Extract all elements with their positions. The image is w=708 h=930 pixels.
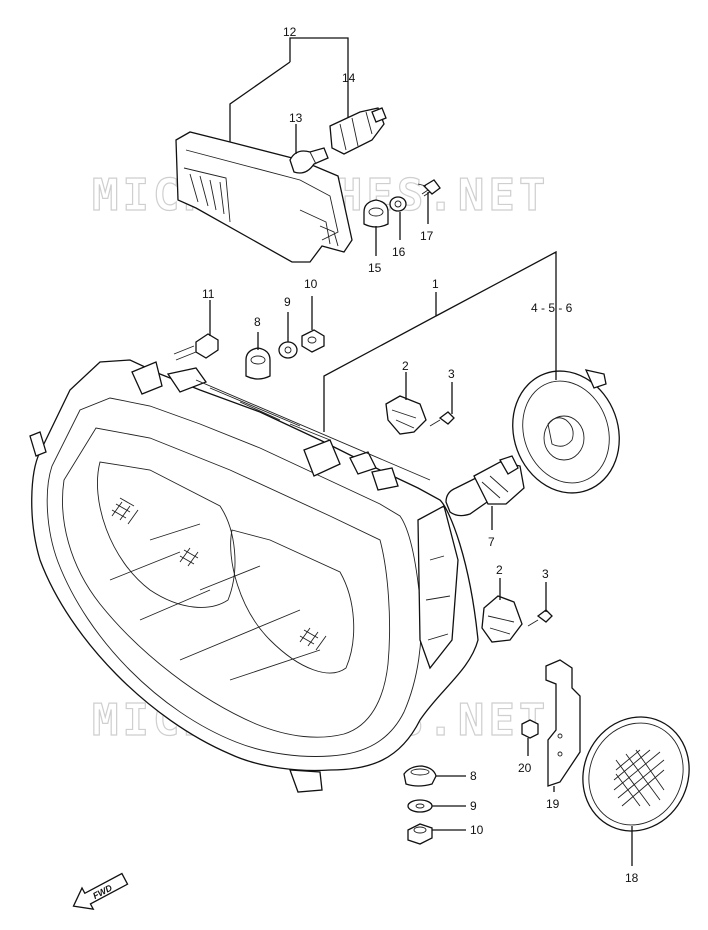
callout-14: 14 (342, 71, 356, 85)
bulb-holder-screw-lower[interactable] (527, 609, 553, 627)
callout-16: 16 (392, 245, 406, 259)
callout-3-upper: 3 (448, 367, 455, 381)
headlamp-grommet-upper[interactable] (245, 347, 271, 380)
callout-9-lower: 9 (470, 799, 477, 813)
callout-8-lower: 8 (470, 769, 477, 783)
callout-2-upper: 2 (402, 359, 409, 373)
headlamp-nut-lower[interactable] (407, 823, 433, 845)
callout-2-lower: 2 (496, 563, 503, 577)
headlamp-washer-lower[interactable] (407, 799, 433, 813)
lamp-grommet[interactable] (363, 199, 389, 228)
callout-numbers: 12 14 13 15 16 17 1 4 - 5 - 6 11 10 9 8 … (202, 25, 639, 885)
bulb-holder-screw-upper[interactable] (429, 411, 455, 427)
headlamp-washer-upper[interactable] (278, 341, 298, 359)
headlamp-bulb[interactable] (445, 455, 525, 517)
callout-15: 15 (368, 261, 382, 275)
position-bulb-socket[interactable] (329, 107, 387, 155)
round-cover[interactable] (564, 699, 707, 848)
callout-8-upper: 8 (254, 315, 261, 329)
forward-direction-arrow: FWD (72, 872, 129, 911)
headlamp-screw[interactable] (173, 333, 219, 361)
callout-18: 18 (625, 871, 639, 885)
headlamp-nut-upper[interactable] (301, 329, 325, 353)
cover-bracket[interactable] (545, 659, 581, 787)
callout-19: 19 (546, 797, 560, 811)
lamp-washer[interactable] (389, 196, 407, 212)
callout-1: 1 (432, 277, 439, 291)
callout-4-5-6: 4 - 5 - 6 (531, 301, 573, 315)
callout-13: 13 (289, 111, 303, 125)
headlamp-grommet-lower[interactable] (403, 765, 437, 787)
callout-3-lower: 3 (542, 567, 549, 581)
callout-10-lower: 10 (470, 823, 484, 837)
callout-11: 11 (202, 287, 215, 301)
headlamp-housing[interactable] (29, 359, 479, 793)
callout-9-upper: 9 (284, 295, 291, 309)
bulb-holder-clip-lower[interactable] (481, 595, 523, 643)
callout-10-upper: 10 (304, 277, 318, 291)
leader-lines (209, 37, 633, 866)
callout-20: 20 (518, 761, 532, 775)
bracket-nut[interactable] (521, 719, 539, 739)
lamp-bolt[interactable] (417, 179, 441, 197)
callout-7: 7 (488, 535, 495, 549)
callout-12: 12 (283, 25, 297, 39)
bulb-holder-clip-upper[interactable] (385, 395, 427, 435)
headlamp-dust-cover[interactable] (496, 356, 636, 508)
callout-17: 17 (420, 229, 434, 243)
